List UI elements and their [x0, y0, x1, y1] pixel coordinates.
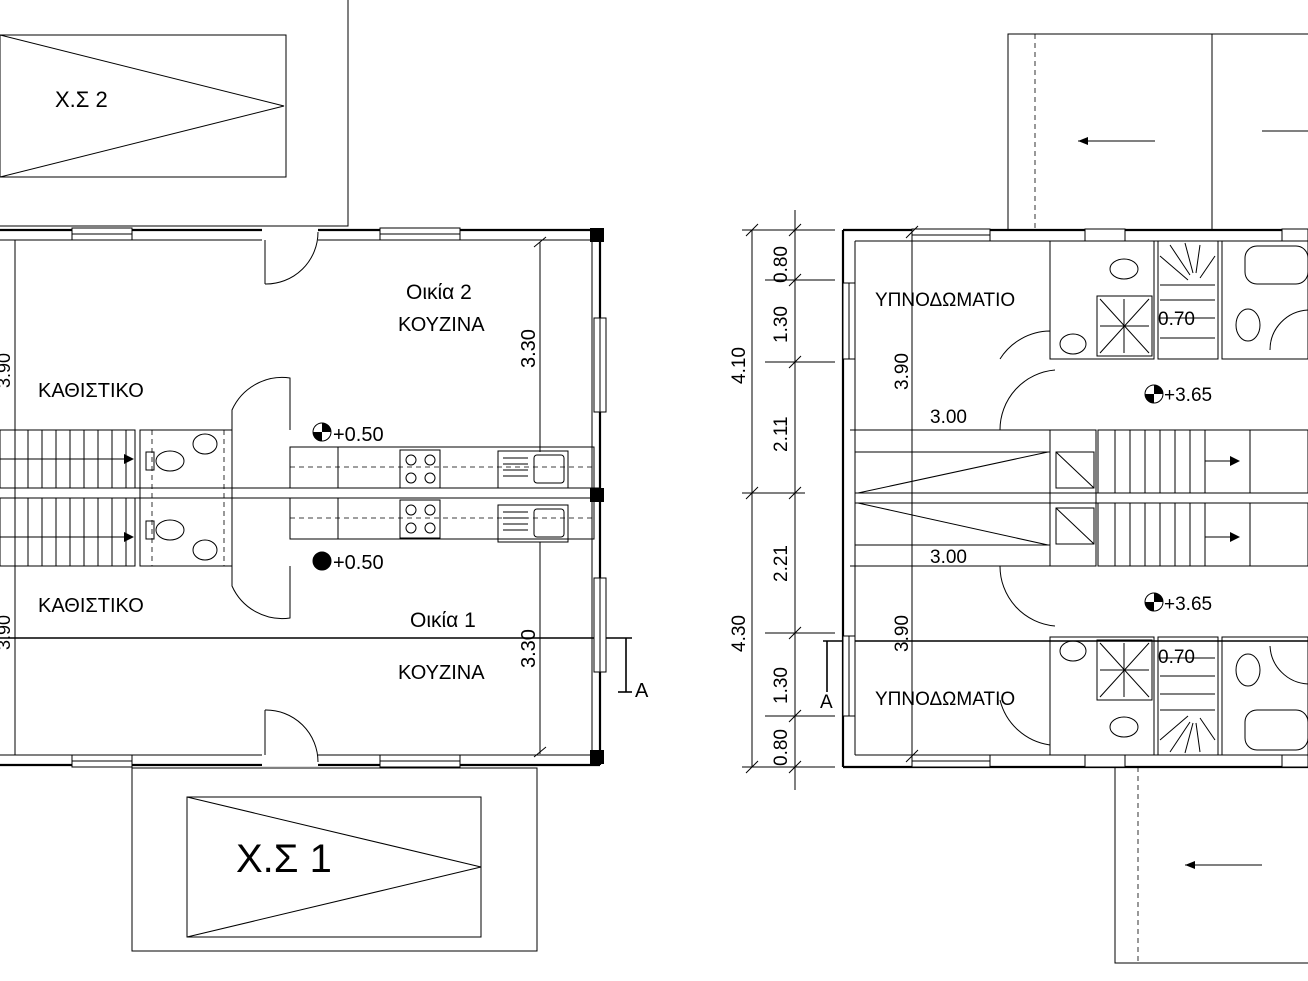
dim-070-bottom: 0.70	[1158, 647, 1195, 668]
house-1-title: Οικία 1	[410, 609, 476, 632]
wc-toilet-icon	[155, 450, 185, 472]
section-label: A	[635, 680, 649, 702]
top-right-bathroom	[1221, 240, 1308, 360]
first-floor-plan: 0.80 1.30 2.11 2.21 1.30 0.80 4.10 4.30 …	[729, 33, 1308, 964]
ground-floor-plan: Χ.Σ 2	[0, 0, 649, 952]
kitchen-label-house-2: ΚΟΥΖΙΝΑ	[398, 314, 485, 336]
dim-330-house-1: 3.30	[518, 629, 540, 668]
ground-floor-dimensions: 3.30 3.30 3.90 3.90	[0, 236, 547, 758]
ground-floor-core	[0, 376, 595, 620]
dim-130-bottom: 1.30	[771, 667, 792, 704]
bottom-right-bathroom	[1221, 636, 1308, 756]
dim-410: 4.10	[729, 347, 750, 384]
bedroom-label-bottom: ΥΠΝΟΔΩΜΑΤΙΟ	[875, 689, 1015, 710]
svg-text:+3.65: +3.65	[1164, 385, 1212, 406]
bedroom-label-top: ΥΠΝΟΔΩΜΑΤΙΟ	[875, 290, 1015, 311]
living-room-label-house-1: ΚΑΘΙΣΤΙΚΟ	[38, 595, 144, 617]
stairs-house-2	[0, 430, 134, 488]
ground-floor-doors	[262, 228, 319, 766]
dim-211: 2.11	[771, 416, 792, 452]
first-floor-dimensions: 0.80 1.30 2.11 2.21 1.30 0.80 4.10 4.30 …	[729, 210, 1195, 790]
basin-icon	[1235, 308, 1261, 342]
balcony-top	[1007, 33, 1308, 231]
balcony-bottom	[1114, 766, 1308, 964]
basin-icon	[1059, 333, 1087, 355]
level-marker-house-1: +0.50	[312, 551, 384, 574]
level-marker-house-2: +0.50	[312, 422, 384, 446]
kitchen-sink-icon	[497, 504, 569, 543]
first-floor-stair-core	[855, 369, 1308, 627]
parking-2-label: Χ.Σ 2	[55, 87, 108, 112]
dim-390-top: 3.90	[892, 353, 913, 390]
cooker-hob-icon	[399, 499, 441, 539]
house-2-title: Οικία 2	[406, 281, 472, 304]
basin-icon	[1059, 640, 1087, 662]
svg-text:+0.50: +0.50	[333, 552, 384, 574]
parking-space-1: Χ.Σ 1	[131, 767, 538, 952]
dim-left-house-2: 3.90	[0, 353, 14, 388]
bathtub-icon	[1244, 245, 1308, 285]
wc-basin-icon	[192, 539, 218, 561]
dim-080-bottom: 0.80	[771, 729, 792, 766]
toilet-icon	[1109, 716, 1139, 738]
dim-130-top: 1.30	[771, 306, 792, 343]
level-marker-first-top: +3.65	[1144, 384, 1212, 406]
dim-070-top: 0.70	[1158, 309, 1195, 330]
dim-080-top: 0.80	[771, 246, 792, 283]
bathtub-icon	[1244, 709, 1308, 751]
cooker-hob-icon	[399, 449, 441, 489]
kitchen-sink-icon	[497, 450, 569, 489]
top-spiral-stairs	[1157, 240, 1219, 360]
dim-330-house-2: 3.30	[518, 329, 540, 368]
wc-basin-icon	[192, 433, 218, 455]
svg-text:+3.65: +3.65	[1164, 594, 1212, 615]
dim-300-bottom: 3.00	[930, 547, 967, 568]
dim-390-bottom: 3.90	[892, 615, 913, 652]
bottom-bathroom	[999, 636, 1155, 756]
dim-430: 4.30	[729, 615, 750, 652]
first-floor-windows	[842, 228, 1308, 768]
ground-floor-windows	[71, 227, 607, 768]
bottom-spiral-stairs	[1157, 636, 1219, 756]
wc-toilet-icon	[155, 519, 185, 541]
stairs-house-1	[0, 498, 134, 566]
toilet-icon	[1109, 258, 1139, 280]
dim-221: 2.21	[771, 545, 792, 582]
top-bathroom	[999, 240, 1155, 360]
dim-300-top: 3.00	[930, 407, 967, 428]
section-label: A	[820, 692, 833, 713]
parking-space-2: Χ.Σ 2	[0, 0, 349, 227]
section-marker-a-first: A	[820, 641, 833, 713]
svg-text:+0.50: +0.50	[333, 424, 384, 446]
level-marker-first-bottom: +3.65	[1144, 592, 1212, 615]
section-marker-a-ground: A	[618, 638, 649, 702]
living-room-label-house-2: ΚΑΘΙΣΤΙΚΟ	[38, 380, 144, 402]
ground-floor-walls	[0, 228, 632, 767]
basin-icon	[1235, 653, 1261, 687]
parking-1-label: Χ.Σ 1	[236, 837, 332, 881]
dim-left-house-1: 3.90	[0, 615, 14, 650]
kitchen-label-house-1: ΚΟΥΖΙΝΑ	[398, 662, 485, 684]
